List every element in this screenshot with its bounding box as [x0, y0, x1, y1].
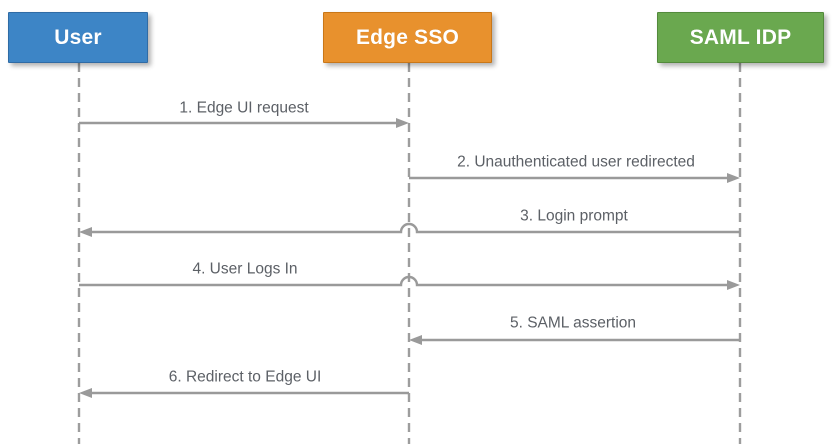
arrowhead-5	[409, 335, 422, 345]
arrowhead-1	[396, 118, 409, 128]
arrowhead-6	[79, 388, 92, 398]
message-5[interactable]	[409, 335, 740, 345]
message-label-2: 2. Unauthenticated user redirected	[457, 153, 695, 171]
message-label-6: 6. Redirect to Edge UI	[168, 368, 322, 386]
arrowhead-4	[727, 280, 740, 290]
participant-label-saml-idp: SAML IDP	[689, 26, 792, 49]
lifelines-group	[77, 63, 742, 444]
message-6[interactable]	[79, 388, 409, 398]
message-line-4	[79, 275, 727, 287]
message-4[interactable]	[79, 275, 740, 290]
participant-box-user[interactable]: User	[8, 12, 148, 63]
message-2[interactable]	[409, 173, 740, 183]
participant-label-edge-sso: Edge SSO	[355, 26, 460, 49]
message-1[interactable]	[79, 118, 409, 128]
arrowhead-3	[79, 227, 92, 237]
messages-group	[79, 118, 740, 398]
message-line-3	[92, 222, 740, 234]
arrowhead-2	[727, 173, 740, 183]
message-label-3: 3. Login prompt	[520, 207, 628, 225]
message-label-4: 4. User Logs In	[192, 260, 298, 278]
participant-box-saml-idp[interactable]: SAML IDP	[657, 12, 824, 63]
message-label-1: 1. Edge UI request	[179, 99, 309, 117]
message-3[interactable]	[79, 222, 740, 237]
participant-box-edge-sso[interactable]: Edge SSO	[323, 12, 492, 63]
participant-label-user: User	[54, 26, 102, 49]
message-label-5: 5. SAML assertion	[509, 314, 637, 332]
